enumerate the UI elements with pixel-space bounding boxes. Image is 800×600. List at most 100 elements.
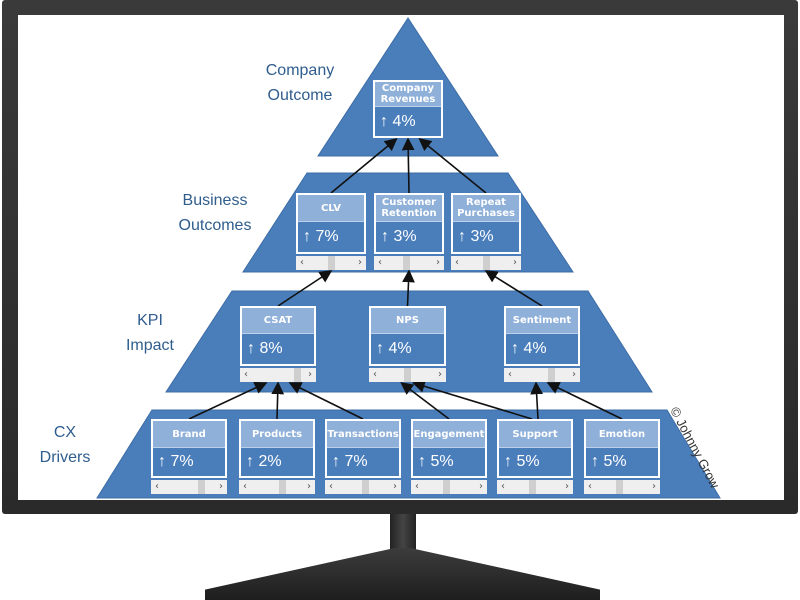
kpi-card-brand: Brand ↑ 7% <box>151 419 227 478</box>
scroll-left-icon[interactable]: ‹ <box>244 369 248 380</box>
kpi-card-value-row: ↑ 8% <box>242 334 314 364</box>
slider-csat[interactable]: ‹ › <box>240 368 316 382</box>
level-label-line: Business <box>182 192 248 209</box>
scroll-right-icon[interactable]: › <box>565 481 569 492</box>
up-arrow-icon: ↑ <box>380 112 388 130</box>
scroll-right-icon[interactable]: › <box>219 481 223 492</box>
slider-thumb[interactable] <box>279 480 287 494</box>
link-arrow <box>402 269 415 307</box>
scroll-left-icon[interactable]: ‹ <box>508 369 512 380</box>
up-arrow-icon: ↑ <box>418 453 426 470</box>
kpi-card-value: 4% <box>392 112 416 130</box>
kpi-card-value-row: ↑ 7% <box>153 448 225 476</box>
kpi-card-company-revenues: Company Revenues ↑ 4% <box>373 80 443 138</box>
kpi-card-value: 2% <box>258 453 282 470</box>
up-arrow-icon: ↑ <box>381 228 389 245</box>
up-arrow-icon: ↑ <box>332 453 340 470</box>
scroll-left-icon[interactable]: ‹ <box>155 481 159 492</box>
scroll-left-icon[interactable]: ‹ <box>455 257 459 268</box>
scroll-right-icon[interactable]: › <box>393 481 397 492</box>
kpi-card-value: 7% <box>315 228 339 245</box>
slider-thumb[interactable] <box>482 256 490 270</box>
link-arrow <box>418 137 487 194</box>
kpi-card-repeat-purchases: Repeat Purchases ↑ 3% <box>451 193 521 254</box>
slider-nps[interactable]: ‹ › <box>369 368 446 382</box>
scroll-left-icon[interactable]: ‹ <box>300 257 304 268</box>
kpi-card-value: 3% <box>393 228 417 245</box>
kpi-card-value: 3% <box>470 228 494 245</box>
link-arrow <box>530 381 544 420</box>
slider-thumb[interactable] <box>616 480 624 494</box>
scroll-right-icon[interactable]: › <box>652 481 656 492</box>
kpi-card-value: 5% <box>603 453 627 470</box>
scroll-left-icon[interactable]: ‹ <box>588 481 592 492</box>
level-label-line: Impact <box>125 337 174 354</box>
up-arrow-icon: ↑ <box>247 340 255 357</box>
kpi-card-title: Support <box>499 421 571 448</box>
kpi-card-value: 7% <box>170 453 194 470</box>
scroll-left-icon[interactable]: ‹ <box>373 369 377 380</box>
slider-clv[interactable]: ‹ › <box>296 256 366 270</box>
slider-products[interactable]: ‹ › <box>239 480 315 494</box>
scroll-left-icon[interactable]: ‹ <box>415 481 419 492</box>
level-label-line: Drivers <box>39 449 91 466</box>
scroll-left-icon[interactable]: ‹ <box>501 481 505 492</box>
slider-thumb[interactable] <box>294 368 302 382</box>
kpi-card-value-row: ↑ 7% <box>298 222 364 252</box>
slider-brand[interactable]: ‹ › <box>151 480 227 494</box>
up-arrow-icon: ↑ <box>458 228 466 245</box>
scroll-right-icon[interactable]: › <box>436 257 440 268</box>
slider-thumb[interactable] <box>361 480 369 494</box>
kpi-card-value: 8% <box>259 340 283 357</box>
kpi-card-products: Products ↑ 2% <box>239 419 315 478</box>
scroll-right-icon[interactable]: › <box>438 369 442 380</box>
slider-thumb[interactable] <box>404 368 411 382</box>
scroll-left-icon[interactable]: ‹ <box>243 481 247 492</box>
kpi-card-csat: CSAT ↑ 8% <box>240 306 316 366</box>
link-arrow <box>288 382 364 420</box>
level-label-line: Outcomes <box>178 217 252 234</box>
slider-customer-retention[interactable]: ‹ › <box>374 256 444 270</box>
slider-thumb[interactable] <box>443 480 451 494</box>
link-arrow <box>546 382 623 420</box>
slider-sentiment[interactable]: ‹ › <box>504 368 580 382</box>
link-arrow <box>271 381 285 420</box>
scroll-right-icon[interactable]: › <box>513 257 517 268</box>
kpi-card-title: Sentiment <box>506 308 578 334</box>
kpi-card-support: Support ↑ 5% <box>497 419 573 478</box>
kpi-card-value-row: ↑ 2% <box>241 448 313 476</box>
scroll-left-icon[interactable]: ‹ <box>329 481 333 492</box>
up-arrow-icon: ↑ <box>376 340 384 357</box>
slider-thumb[interactable] <box>197 480 205 494</box>
scroll-right-icon[interactable]: › <box>308 369 312 380</box>
kpi-card-value: 4% <box>523 340 547 357</box>
slider-thumb[interactable] <box>327 256 335 270</box>
scroll-right-icon[interactable]: › <box>479 481 483 492</box>
kpi-card-value-row: ↑ 7% <box>327 448 399 476</box>
scroll-right-icon[interactable]: › <box>572 369 576 380</box>
slider-repeat-purchases[interactable]: ‹ › <box>451 256 521 270</box>
slider-thumb[interactable] <box>548 368 556 382</box>
slider-thumb[interactable] <box>403 256 411 270</box>
kpi-card-value-row: ↑ 3% <box>453 222 519 252</box>
up-arrow-icon: ↑ <box>591 453 599 470</box>
scroll-right-icon[interactable]: › <box>358 257 362 268</box>
slider-emotion[interactable]: ‹ › <box>584 480 660 494</box>
kpi-card-customer-retention: Customer Retention ↑ 3% <box>374 193 444 254</box>
slider-support[interactable]: ‹ › <box>497 480 573 494</box>
slider-transactions[interactable]: ‹ › <box>325 480 401 494</box>
kpi-card-title: Repeat Purchases <box>453 195 519 222</box>
level-label-line: CX <box>53 424 77 441</box>
kpi-card-title: CSAT <box>242 308 314 334</box>
level-label-cx-drivers: CX Drivers <box>30 420 100 470</box>
kpi-card-emotion: Emotion ↑ 5% <box>584 419 660 478</box>
level-label-business-outcomes: Business Outcomes <box>165 188 265 238</box>
kpi-card-title: Engagement <box>413 421 485 448</box>
kpi-card-value-row: ↑ 5% <box>499 448 571 476</box>
scroll-right-icon[interactable]: › <box>307 481 311 492</box>
scroll-left-icon[interactable]: ‹ <box>378 257 382 268</box>
kpi-card-value: 4% <box>388 340 412 357</box>
slider-engagement[interactable]: ‹ › <box>411 480 487 494</box>
link-arrow <box>330 137 398 194</box>
slider-thumb[interactable] <box>529 480 537 494</box>
